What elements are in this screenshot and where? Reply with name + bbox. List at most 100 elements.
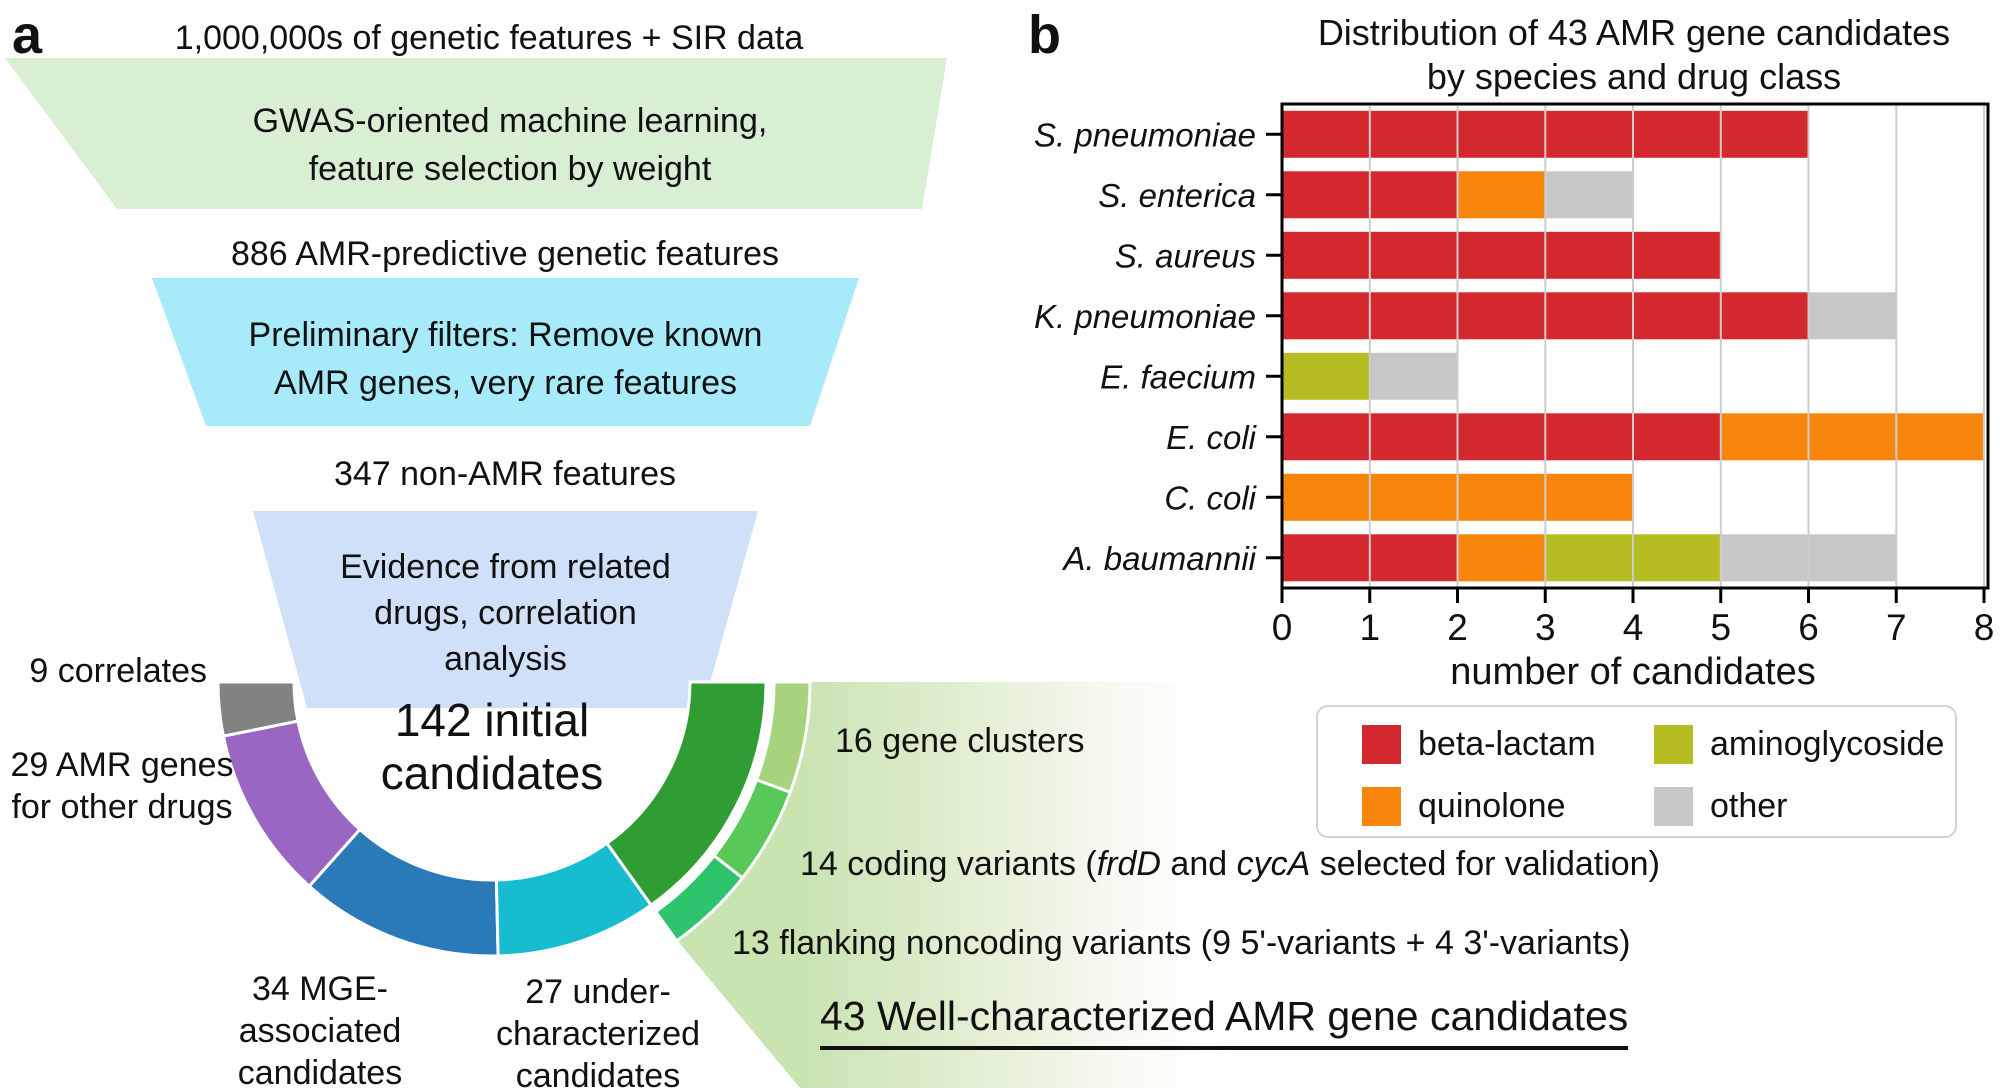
donut-center-line1: 142 initial (394, 694, 590, 746)
bar-segment-beta-lactam (1282, 110, 1370, 158)
species-label: S. aureus (1115, 237, 1256, 274)
x-tick-label: 7 (1886, 607, 1907, 648)
bar-segment-beta-lactam (1633, 413, 1721, 461)
funnel-stage1-shape (5, 58, 947, 209)
bar-segment-beta-lactam (1282, 171, 1370, 219)
bar-segment-beta-lactam (1369, 534, 1458, 582)
funnel-stage1-text-line2: feature selection by weight (308, 150, 712, 188)
funnel-stage3-shape (253, 511, 758, 708)
bar-segment-beta-lactam (1282, 413, 1370, 461)
legend-item-quinolone: quinolone (1362, 784, 1654, 830)
funnel-stage3-header: 347 non-AMR features (333, 455, 677, 493)
donut-label-correlates: 9 correlates (29, 652, 207, 690)
bar-segment-beta-lactam (1369, 413, 1458, 461)
donut-label-under: 27 under- characterized candidates (472, 971, 724, 1090)
coding-gene-frdD: frdD (1096, 845, 1161, 883)
bar-segment-beta-lactam (1282, 231, 1370, 279)
bar-segment-quinolone (1720, 413, 1809, 461)
bar-segment-beta-lactam (1720, 292, 1809, 340)
bar-segment-beta-lactam (1369, 231, 1458, 279)
legend-label-beta-lactam: beta-lactam (1418, 724, 1596, 763)
x-tick-label: 4 (1623, 607, 1644, 648)
donut-label-under-line1: 27 under- (525, 973, 671, 1011)
bar-segment-quinolone (1282, 473, 1370, 521)
well-characterized-text: 43 Well-characterized AMR gene candidate… (820, 993, 1629, 1050)
donut-label-under-line3: candidates (515, 1057, 681, 1090)
bar-segment-quinolone (1457, 534, 1546, 582)
x-tick-label: 2 (1447, 607, 1468, 648)
funnel-stage3-text-line1: Evidence from related (340, 548, 671, 586)
donut-label-mge-line3: candidates (237, 1054, 403, 1090)
bar-segment-quinolone (1896, 413, 1985, 461)
funnel-stage2-text: Preliminary filters: Remove known AMR ge… (152, 311, 859, 407)
panel-a-letter: a (12, 5, 43, 65)
bar-segment-other (1545, 171, 1634, 219)
donut-label-amr-other: 29 AMR genes for other drugs (2, 744, 242, 828)
funnel-stage3-text-line2: drugs, correlation (374, 594, 637, 632)
bar-segment-aminoglycoside (1545, 534, 1634, 582)
funnel-stage2-text-line2: AMR genes, very rare features (274, 364, 737, 402)
legend-item-other: other (1654, 784, 1955, 830)
species-label: S. enterica (1098, 177, 1256, 214)
bar-segment-beta-lactam (1633, 292, 1721, 340)
x-tick-label: 8 (1974, 607, 1995, 648)
bar-segment-aminoglycoside (1633, 534, 1721, 582)
species-label: S. pneumoniae (1034, 116, 1256, 153)
bar-segment-quinolone (1808, 413, 1897, 461)
coding-part-5: selected for validation) (1310, 845, 1660, 883)
donut-label-mge-line1: 34 MGE- (251, 970, 389, 1008)
donut-label-amr-other-line2: for other drugs (11, 788, 233, 826)
drug-class-legend: beta-lactam aminoglycoside quinolone oth… (1316, 705, 1957, 838)
panel-b-letter: b (1028, 5, 1061, 65)
funnel-stage1-header: 1,000,000s of genetic features + SIR dat… (174, 19, 804, 57)
bar-segment-beta-lactam (1282, 292, 1370, 340)
funnel-stage2-text-line1: Preliminary filters: Remove known (248, 316, 763, 354)
bar-segment-beta-lactam (1282, 534, 1370, 582)
funnel-stage3-text-line3: analysis (444, 640, 567, 678)
bar-segment-other (1808, 534, 1897, 582)
species-label: E. coli (1166, 419, 1258, 456)
species-label: C. coli (1164, 479, 1257, 516)
plot-frame (1280, 102, 1990, 590)
legend-swatch-quinolone (1362, 787, 1401, 826)
donut-label-flanking-variants: 13 flanking noncoding variants (9 5'-var… (732, 924, 1631, 962)
legend-swatch-aminoglycoside (1654, 724, 1693, 764)
donut-label-mge: 34 MGE- associated candidates (197, 968, 443, 1090)
bar-segment-beta-lactam (1369, 171, 1458, 219)
bar-segment-other (1808, 292, 1897, 340)
species-label: E. faecium (1100, 358, 1256, 395)
coding-part-3: and (1160, 845, 1237, 883)
highlight-wedge (676, 682, 1250, 1088)
bar-segment-beta-lactam (1545, 110, 1634, 158)
funnel-stage1-text-line1: GWAS-oriented machine learning, (252, 102, 768, 140)
donut-center-line2: candidates (380, 747, 604, 799)
x-tick-label: 6 (1798, 607, 1819, 648)
bar-segment-aminoglycoside (1282, 352, 1370, 400)
donut-label-mge-line2: associated (238, 1012, 402, 1050)
legend-swatch-other (1654, 787, 1693, 826)
bar-segment-beta-lactam (1633, 110, 1721, 158)
funnel-stage1-text: GWAS-oriented machine learning, feature … (105, 97, 915, 193)
x-tick-label: 3 (1535, 607, 1556, 648)
bar-segment-beta-lactam (1545, 231, 1634, 279)
donut-center-label: 142 initial candidates (284, 694, 700, 800)
coding-gene-cycA: cycA (1236, 845, 1311, 883)
bar-segment-quinolone (1369, 473, 1458, 521)
species-label: A. baumannii (1061, 540, 1257, 577)
legend-label-other: other (1710, 787, 1788, 825)
funnel-stage3-text: Evidence from related drugs, correlation… (253, 544, 758, 682)
bar-segment-beta-lactam (1369, 292, 1458, 340)
x-axis-label: number of candidates (1450, 651, 1815, 693)
donut-outer-segment-16-gene-clusters (754, 680, 812, 795)
bar-segment-beta-lactam (1457, 292, 1546, 340)
legend-item-aminoglycoside: aminoglycoside (1654, 721, 1955, 767)
well-characterized-heading: 43 Well-characterized AMR gene candidate… (820, 993, 1629, 1050)
donut-label-amr-other-line1: 29 AMR genes (10, 746, 234, 784)
bar-segment-other (1720, 534, 1809, 582)
bar-segment-quinolone (1545, 473, 1634, 521)
bar-chart-title: Distribution of 43 AMR gene candidates b… (1234, 11, 2000, 99)
bar-segment-beta-lactam (1633, 231, 1721, 279)
